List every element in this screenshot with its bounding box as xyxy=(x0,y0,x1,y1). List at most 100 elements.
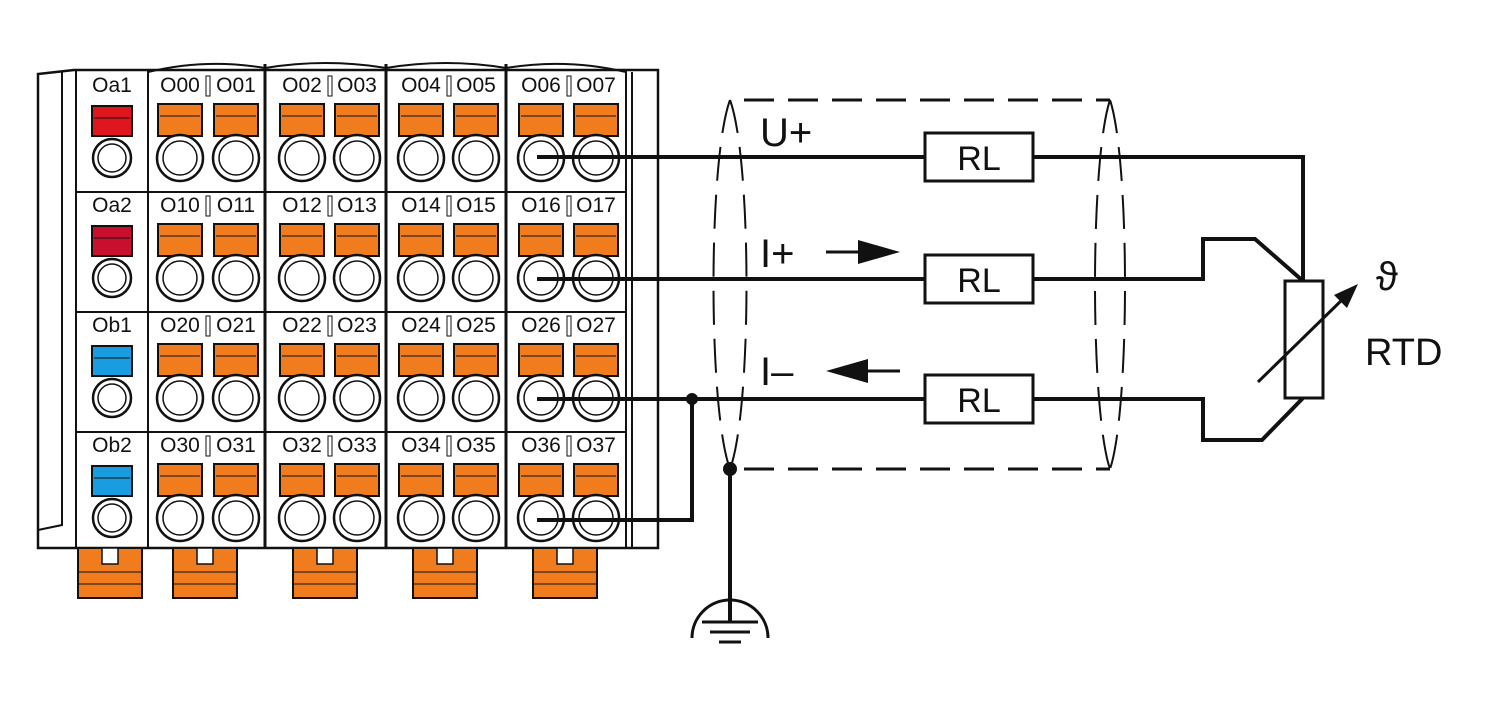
terminal-lever[interactable] xyxy=(157,103,203,137)
terminal-hole[interactable] xyxy=(211,373,261,423)
wire-u-plus-sensor xyxy=(1033,155,1305,281)
terminal-lever[interactable] xyxy=(453,223,499,257)
terminal-hole[interactable] xyxy=(396,373,446,423)
terminal-lever[interactable] xyxy=(279,223,325,257)
terminal-lever[interactable] xyxy=(398,463,444,497)
ground-symbol xyxy=(690,462,770,644)
terminal-lever[interactable] xyxy=(334,103,380,137)
status-label: Ob1 xyxy=(92,314,132,337)
terminal-lever[interactable] xyxy=(398,223,444,257)
terminal-lever[interactable] xyxy=(518,223,564,257)
terminal-lever[interactable] xyxy=(453,103,499,137)
terminal-label: O30 xyxy=(160,434,200,457)
terminal-label: O37 xyxy=(576,434,616,457)
status-lever xyxy=(91,105,133,137)
terminal-lever[interactable] xyxy=(573,103,619,137)
status-label: Oa2 xyxy=(92,194,132,217)
terminal-label: O01 xyxy=(216,74,256,97)
terminal-label: O22 xyxy=(282,314,322,337)
terminal-lever[interactable] xyxy=(518,463,564,497)
terminal-lever[interactable] xyxy=(213,343,259,377)
terminal-lever[interactable] xyxy=(279,463,325,497)
terminal-label: O04 xyxy=(401,74,441,97)
terminal-lever[interactable] xyxy=(518,343,564,377)
terminal-label: O20 xyxy=(160,314,200,337)
terminal-hole[interactable] xyxy=(332,493,382,543)
resistor-2: RL xyxy=(923,253,1035,305)
terminal-hole[interactable] xyxy=(332,133,382,183)
terminal-label: O36 xyxy=(521,434,561,457)
resistor-3: RL xyxy=(923,373,1035,425)
terminal-lever[interactable] xyxy=(334,463,380,497)
terminal-label: O02 xyxy=(282,74,322,97)
terminal-hole[interactable] xyxy=(211,133,261,183)
terminal-lever[interactable] xyxy=(453,343,499,377)
terminal-hole[interactable] xyxy=(277,133,327,183)
terminal-hole[interactable] xyxy=(451,253,501,303)
resistor-2-label: RL xyxy=(957,262,1000,300)
wire-i-minus-sensor xyxy=(1033,396,1305,442)
terminal-hole[interactable] xyxy=(277,373,327,423)
terminal-label: O33 xyxy=(337,434,377,457)
terminal-hole[interactable] xyxy=(277,493,327,543)
terminal-hole[interactable] xyxy=(155,373,205,423)
terminal-label: O21 xyxy=(216,314,256,337)
terminal-foot xyxy=(412,547,478,599)
label-u-plus: U+ xyxy=(760,111,812,155)
wire-shield xyxy=(537,399,694,522)
terminal-hole[interactable] xyxy=(451,133,501,183)
housing-side-line xyxy=(37,72,63,531)
terminal-lever[interactable] xyxy=(334,223,380,257)
terminal-hole[interactable] xyxy=(155,133,205,183)
terminal-label: O14 xyxy=(401,194,441,217)
terminal-lever[interactable] xyxy=(279,103,325,137)
terminal-hole[interactable] xyxy=(155,253,205,303)
terminal-label: O03 xyxy=(337,74,377,97)
status-lever xyxy=(91,225,133,257)
terminal-lever[interactable] xyxy=(279,343,325,377)
status-label: Oa1 xyxy=(92,74,132,97)
terminal-lever[interactable] xyxy=(157,223,203,257)
terminal-lever[interactable] xyxy=(213,463,259,497)
terminal-lever[interactable] xyxy=(334,343,380,377)
terminal-lever[interactable] xyxy=(398,103,444,137)
resistor-1: RL xyxy=(923,131,1035,183)
terminal-hole[interactable] xyxy=(451,373,501,423)
terminal-foot xyxy=(532,547,598,599)
terminal-hole[interactable] xyxy=(396,493,446,543)
label-i-minus: I– xyxy=(760,350,794,394)
terminal-hole[interactable] xyxy=(396,133,446,183)
status-lever xyxy=(91,345,133,377)
terminal-hole[interactable] xyxy=(211,253,261,303)
terminal-label: O17 xyxy=(576,194,616,217)
terminal-label: O16 xyxy=(521,194,561,217)
terminal-hole[interactable] xyxy=(451,493,501,543)
arrow-left-icon xyxy=(826,359,900,383)
terminal-hole[interactable] xyxy=(211,493,261,543)
terminal-label: O31 xyxy=(216,434,256,457)
terminal-lever[interactable] xyxy=(157,343,203,377)
label-i-plus: I+ xyxy=(760,232,794,276)
terminal-hole[interactable] xyxy=(332,373,382,423)
terminal-lever[interactable] xyxy=(573,223,619,257)
terminal-lever[interactable] xyxy=(213,223,259,257)
terminal-label: O12 xyxy=(282,194,322,217)
terminal-lever[interactable] xyxy=(157,463,203,497)
terminal-lever[interactable] xyxy=(518,103,564,137)
terminal-lever[interactable] xyxy=(453,463,499,497)
cable-shield xyxy=(712,98,1126,471)
terminal-lever[interactable] xyxy=(573,463,619,497)
terminal-lever[interactable] xyxy=(213,103,259,137)
terminal-lever[interactable] xyxy=(573,343,619,377)
terminal-label: O00 xyxy=(160,74,200,97)
arrow-right-icon xyxy=(826,240,900,264)
variable-arrow-head xyxy=(1334,284,1358,308)
terminal-hole[interactable] xyxy=(277,253,327,303)
terminal-hole[interactable] xyxy=(332,253,382,303)
terminal-label: O06 xyxy=(521,74,561,97)
terminal-lever[interactable] xyxy=(398,343,444,377)
rtd-sensor: ϑ RTD xyxy=(1256,255,1442,400)
terminal-hole[interactable] xyxy=(155,493,205,543)
terminal-hole[interactable] xyxy=(396,253,446,303)
